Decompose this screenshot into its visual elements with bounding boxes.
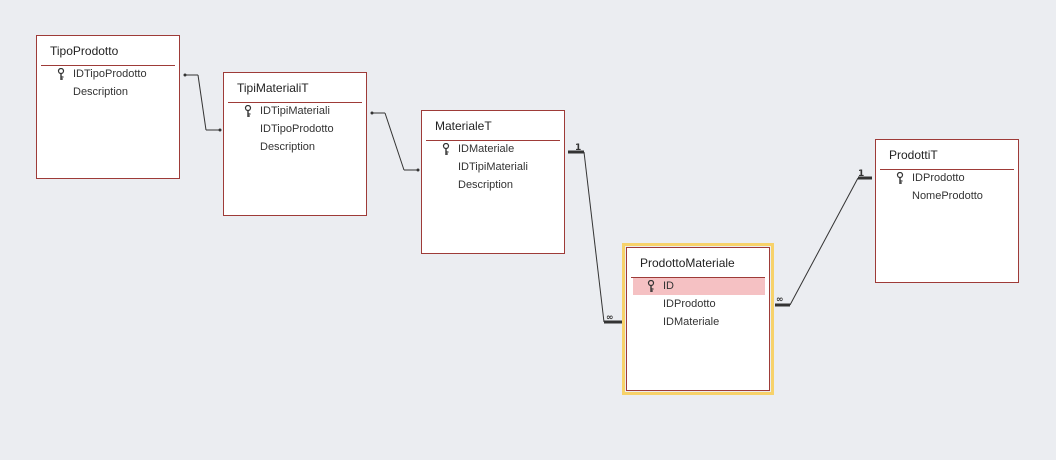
many-label: ∞ [776, 295, 784, 305]
field-row-selected[interactable]: ID [633, 278, 765, 295]
field-row[interactable]: IDProdotto [633, 296, 765, 313]
field-row[interactable]: IDTipoProdotto [43, 66, 175, 83]
field-name: IDProdotto [912, 172, 965, 184]
table-title[interactable]: MaterialeT [435, 119, 492, 133]
field-name: IDMateriale [663, 316, 720, 328]
title-divider [426, 140, 560, 141]
field-name: NomeProdotto [912, 190, 983, 202]
relationship-tipimaterialit-materialet[interactable] [370, 111, 420, 172]
primary-key-icon [244, 105, 252, 117]
field-name: Description [260, 141, 316, 153]
table-tipimaterialit[interactable]: TipiMaterialiT IDTipiMateriali IDTipoPro… [223, 72, 367, 216]
table-prodottomateriale[interactable]: ProdottoMateriale ID IDProdotto IDMateri… [622, 243, 774, 395]
table-title[interactable]: TipiMaterialiT [237, 81, 309, 95]
one-label: 1 [575, 143, 581, 153]
field-row[interactable]: IDProdotto [882, 170, 1014, 187]
field-name: IDTipoProdotto [73, 68, 147, 80]
field-name: IDTipoProdotto [260, 123, 334, 135]
one-label: 1 [858, 169, 864, 179]
relationship-tipoprodotto-tipimaterialit[interactable] [183, 73, 222, 132]
field-name: Description [458, 179, 514, 191]
field-row[interactable]: IDMateriale [428, 141, 560, 158]
table-title[interactable]: ProdottoMateriale [640, 256, 735, 270]
field-name: IDTipiMateriali [260, 105, 330, 117]
field-row[interactable]: Description [428, 177, 560, 194]
relationship-prodottit-prodottomateriale[interactable]: 1 ∞ [775, 169, 872, 307]
field-row[interactable]: IDTipiMateriali [428, 159, 560, 176]
field-row[interactable]: Description [230, 139, 362, 156]
field-row[interactable]: Description [43, 84, 175, 101]
primary-key-icon [442, 143, 450, 155]
title-divider [631, 277, 765, 278]
title-divider [228, 102, 362, 103]
field-name: IDMateriale [458, 143, 515, 155]
table-title[interactable]: ProdottiT [889, 148, 938, 162]
field-name: Description [73, 86, 129, 98]
field-name: IDTipiMateriali [458, 161, 528, 173]
field-row[interactable]: IDTipoProdotto [230, 121, 362, 138]
primary-key-icon [896, 172, 904, 184]
table-materialet[interactable]: MaterialeT IDMateriale IDTipiMateriali D… [421, 110, 565, 254]
table-title[interactable]: TipoProdotto [50, 44, 119, 58]
table-prodottit[interactable]: ProdottiT IDProdotto NomeProdotto [875, 139, 1019, 283]
primary-key-icon [57, 68, 65, 80]
title-divider [41, 65, 175, 66]
relationship-materialet-prodottomateriale[interactable]: 1 ∞ [568, 143, 622, 324]
field-name: ID [663, 280, 674, 292]
table-tipoprodotto[interactable]: TipoProdotto IDTipoProdotto Description [36, 35, 180, 179]
field-name: IDProdotto [663, 298, 716, 310]
field-row[interactable]: NomeProdotto [882, 188, 1014, 205]
title-divider [880, 169, 1014, 170]
field-row[interactable]: IDTipiMateriali [230, 103, 362, 120]
primary-key-icon [647, 280, 655, 292]
field-row[interactable]: IDMateriale [633, 314, 765, 331]
many-label: ∞ [606, 313, 614, 323]
